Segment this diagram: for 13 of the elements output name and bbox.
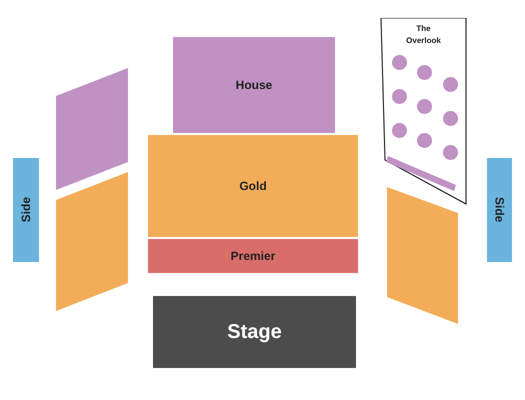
stage-block [153, 296, 356, 368]
seating-section [13, 158, 39, 262]
section-label: Gold [239, 179, 267, 193]
section-label: House [236, 78, 272, 92]
section-label: Side [19, 197, 33, 223]
section-label: Stage [227, 320, 282, 344]
section-label: Side [492, 197, 506, 223]
seating-section [148, 135, 358, 237]
section-label: Premier [230, 249, 276, 263]
seating-section [487, 158, 512, 262]
seating-section [173, 37, 335, 133]
section-label: The Overlook [405, 23, 442, 47]
seating-section [148, 239, 358, 273]
